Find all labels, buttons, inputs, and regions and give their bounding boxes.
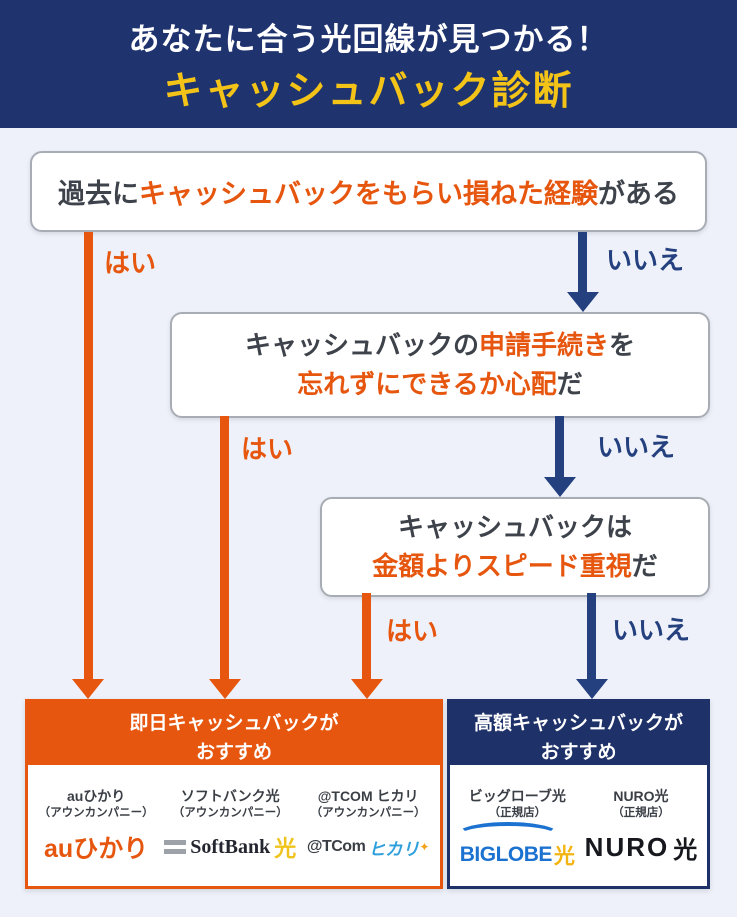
yes-line-1 — [84, 232, 93, 679]
no-line-3 — [587, 593, 596, 679]
provider-nuro-name: NURO光 — [613, 788, 669, 804]
q1-post: がある — [598, 179, 679, 209]
provider-biglobe-agency: （正規店） — [488, 807, 547, 820]
biglobe-logo-text: BIGLOBE — [459, 843, 553, 867]
q3-line2-highlight: 金額よりスピード重視 — [372, 551, 632, 581]
yes-line-2 — [220, 416, 229, 679]
softbank-bars-icon — [164, 840, 187, 855]
result-same-day-title-line1: 即日キャッシュバックが — [129, 713, 339, 734]
provider-au-name: auひかり — [66, 788, 126, 804]
provider-softbank: ソフトバンク光 （アウンカンパニー） SoftBank 光 — [164, 787, 296, 864]
result-same-day-title: 即日キャッシュバックが おすすめ — [28, 702, 440, 765]
no-arrowhead-1 — [567, 292, 599, 312]
header-subtitle: あなたに合う光回線が見つかる！ — [128, 22, 609, 57]
question-box-1: 過去にキャッシュバックをもらい損ねた経験がある — [30, 151, 707, 232]
q2-line1-post: を — [609, 330, 636, 360]
page-title: キャッシュバック診断 — [163, 70, 574, 113]
softbank-logo-text: SoftBank — [190, 835, 271, 858]
q2-line1-pre: キャッシュバックの — [244, 330, 479, 360]
provider-biglobe-name: ビッグローブ光 — [468, 788, 566, 804]
provider-softbank-agency: （アウンカンパニー） — [172, 807, 288, 820]
no-arrowhead-3 — [576, 679, 608, 699]
softbank-logo-hikari: 光 — [274, 836, 297, 862]
result-same-day-providers: auひかり （アウンカンパニー） auひかり ソフトバンク光 （アウンカンパニー… — [28, 765, 440, 864]
q2-line2-highlight: 忘れずにできるか心配 — [297, 369, 557, 399]
yes-arrowhead-2 — [209, 679, 241, 699]
q2-line2-post: だ — [556, 369, 583, 399]
question-box-2: キャッシュバックの申請手続きを 忘れずにできるか心配だ — [170, 312, 710, 418]
yes-arrowhead-1 — [72, 679, 104, 699]
q1-highlight: キャッシュバックをもらい損ねた経験 — [139, 179, 598, 209]
nuro-logo-text: NURO — [584, 831, 670, 862]
result-high-value-title-line2: おすすめ — [540, 742, 617, 764]
q3-line1: キャッシュバックは — [397, 512, 632, 542]
q3-line2-post: だ — [631, 551, 658, 581]
question-box-3: キャッシュバックは 金額よりスピード重視だ — [320, 497, 710, 597]
yes-label-2: はい — [241, 434, 294, 464]
provider-au-agency: （アウンカンパニー） — [38, 807, 154, 820]
yes-line-3 — [362, 593, 371, 679]
result-high-value-title: 高額キャッシュバックが おすすめ — [450, 702, 707, 765]
tcom-sparkle-icon: ✦ — [419, 840, 430, 855]
provider-nuro-agency: （正規店） — [612, 807, 670, 820]
softbank-hikari-logo: SoftBank 光 — [164, 830, 296, 864]
no-label-3: いいえ — [612, 615, 691, 645]
biglobe-arc-icon — [455, 822, 560, 848]
no-arrowhead-2 — [544, 477, 576, 497]
yes-arrowhead-3 — [351, 679, 383, 699]
question-3-text: キャッシュバックは 金額よりスピード重視だ — [372, 508, 658, 586]
question-2-text: キャッシュバックの申請手続きを 忘れずにできるか心配だ — [245, 326, 635, 404]
au-hikari-logo: auひかり — [44, 830, 148, 864]
yes-label-3: はい — [386, 616, 439, 646]
q2-line1-highlight: 申請手続き — [478, 330, 609, 360]
no-label-2: いいえ — [597, 432, 676, 462]
result-high-value-title-line1: 高額キャッシュバックが — [473, 713, 683, 734]
result-same-day-title-line2: おすすめ — [195, 742, 272, 764]
question-1-text: 過去にキャッシュバックをもらい損ねた経験がある — [58, 172, 679, 211]
tcom-logo-text: @TCom — [306, 838, 366, 856]
au-logo-text: auひかり — [44, 835, 149, 864]
nuro-logo-hikari: 光 — [673, 836, 698, 864]
provider-au: auひかり （アウンカンパニー） auひかり — [39, 787, 154, 864]
provider-tcom-agency: （アウンカンパニー） — [310, 807, 426, 820]
no-line-2 — [555, 416, 564, 477]
no-label-1: いいえ — [606, 245, 685, 275]
q1-pre: 過去に — [58, 179, 139, 209]
tcom-logo-product: ヒカリ — [368, 839, 420, 859]
header-banner: あなたに合う光回線が見つかる！ キャッシュバック診断 — [0, 0, 737, 128]
no-line-1 — [578, 232, 587, 292]
provider-softbank-name: ソフトバンク光 — [180, 788, 280, 804]
biglobe-logo-hikari: 光 — [553, 845, 575, 869]
result-box-same-day: 即日キャッシュバックが おすすめ auひかり （アウンカンパニー） auひかり … — [25, 699, 443, 889]
yes-label-1: はい — [104, 248, 157, 278]
provider-tcom-name: @TCOM ヒカリ — [317, 788, 419, 804]
